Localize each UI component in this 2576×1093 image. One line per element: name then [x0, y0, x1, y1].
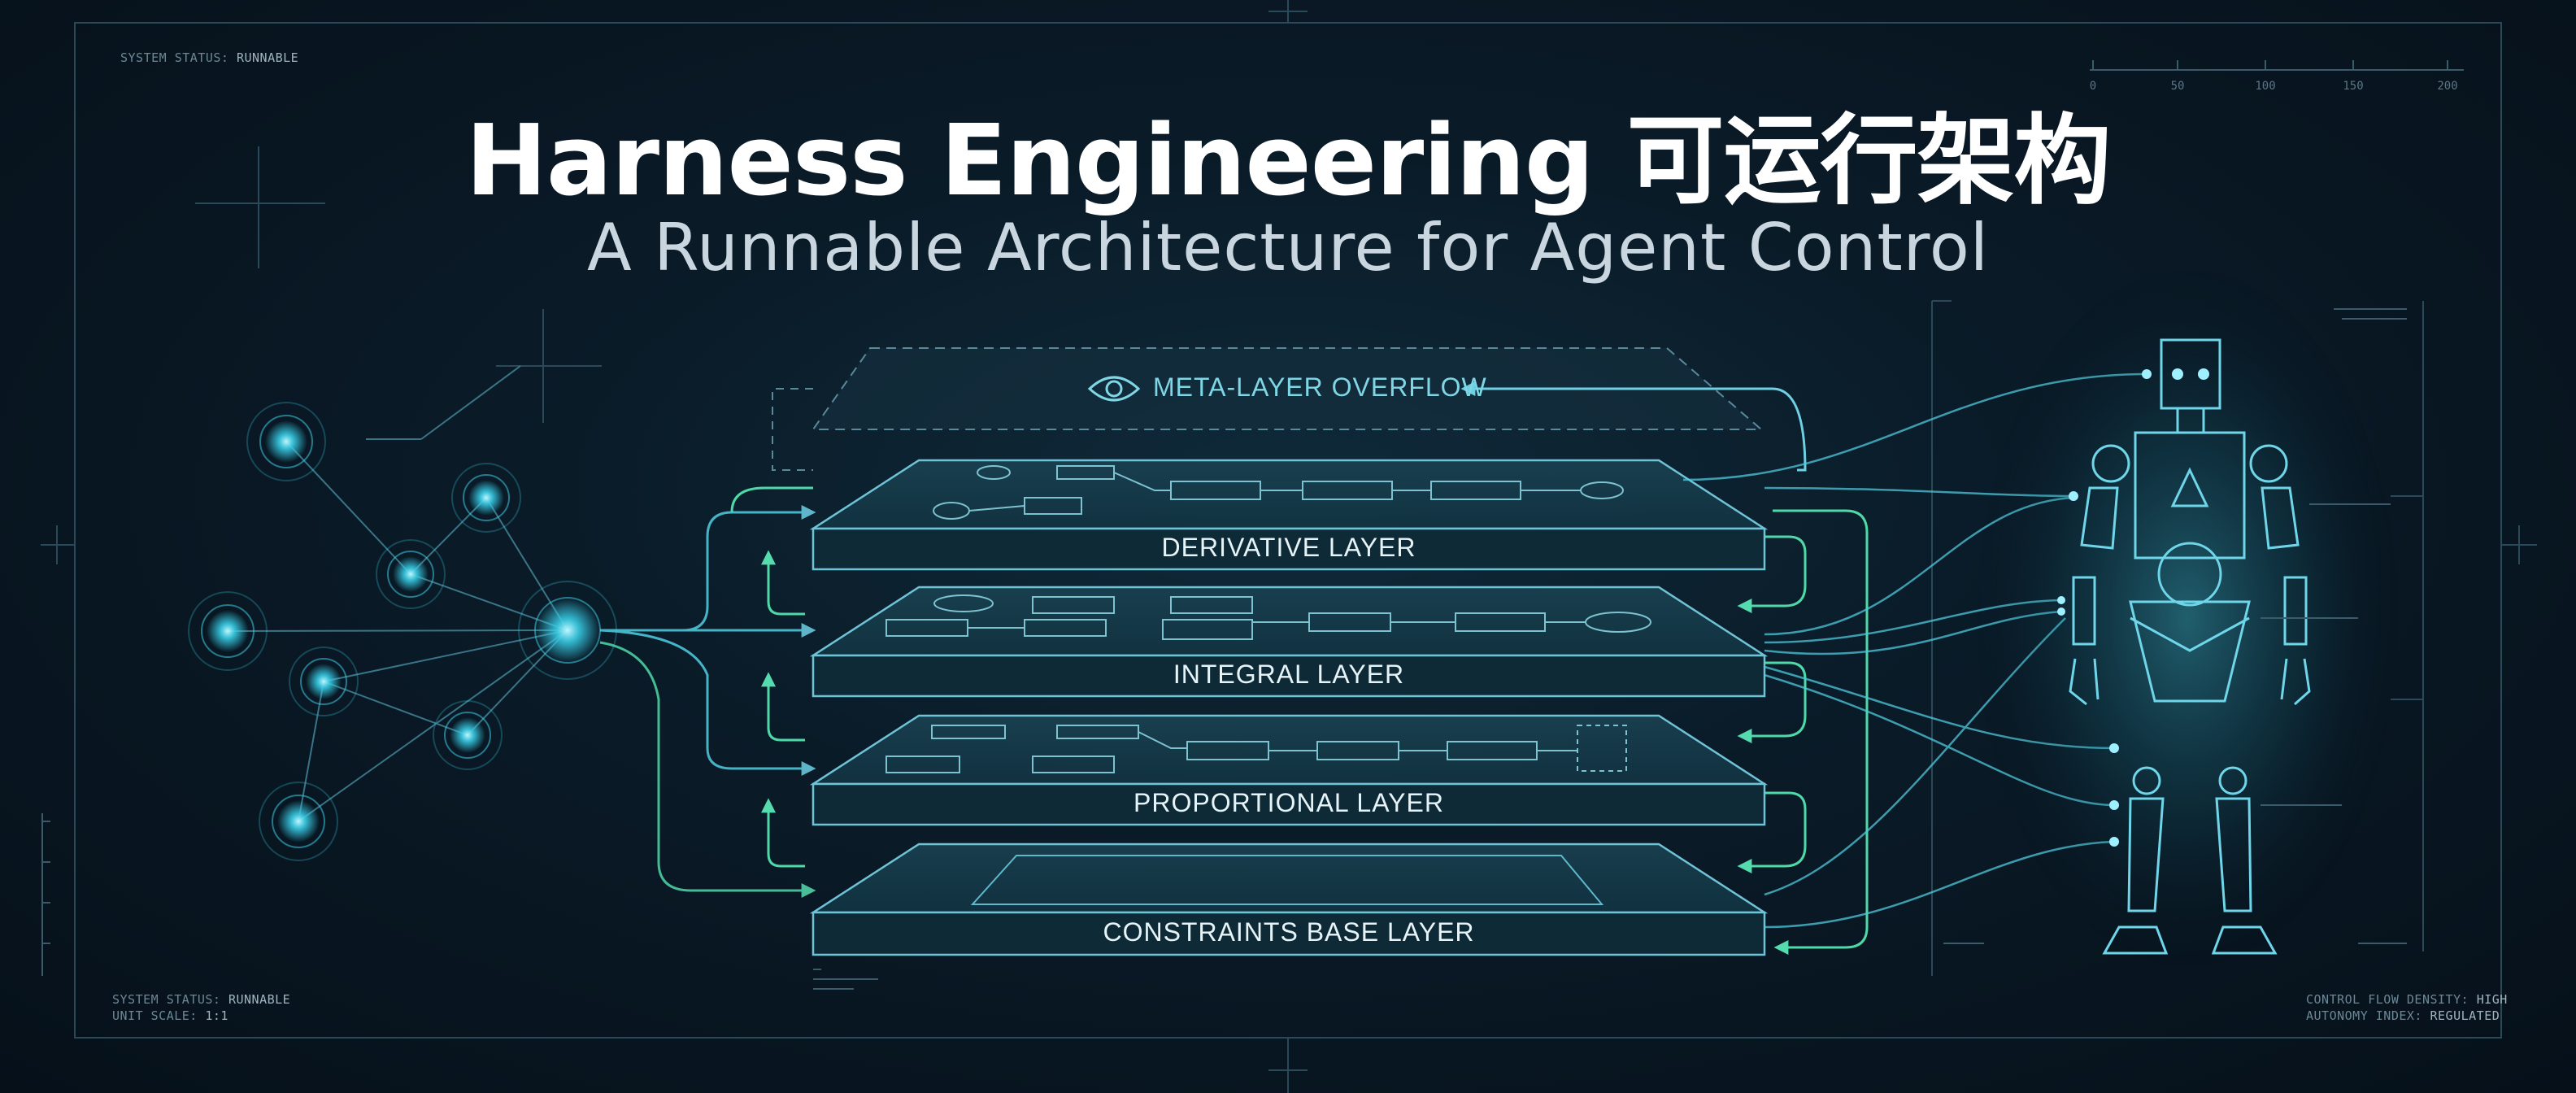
proportional-layer-front	[812, 782, 1766, 826]
hud-unit-scale-label: UNIT SCALE:	[112, 1008, 198, 1023]
layer-stack	[809, 459, 1769, 956]
hud-status-bottom-value: RUNNABLE	[228, 992, 291, 1007]
hud-status-top-label: SYSTEM STATUS:	[120, 50, 229, 65]
hud-autonomy-index-value: REGULATED	[2430, 1008, 2500, 1023]
hud-status-bottom: SYSTEM STATUS: RUNNABLE	[112, 992, 290, 1007]
meta-layer-label: META-LAYER OVERFLOW	[1153, 372, 1487, 402]
hud-unit-scale: UNIT SCALE: 1:1	[112, 1008, 228, 1023]
input-flow-lines	[599, 505, 816, 898]
derivative-layer-front	[812, 527, 1766, 571]
robot-torso	[2134, 431, 2246, 560]
page-title: Harness Engineering 可运行架构	[465, 105, 2111, 218]
hud-unit-scale-value: 1:1	[205, 1008, 228, 1023]
layer-label-integral: INTEGRAL LAYER	[1173, 660, 1405, 689]
ruler-tick-50: 50	[2171, 80, 2185, 93]
hud-control-density-label: CONTROL FLOW DENSITY:	[2306, 992, 2469, 1007]
robot-agent-figure	[1976, 268, 2399, 968]
hud-status-top-value: RUNNABLE	[236, 50, 299, 65]
layer-label-constraints: CONSTRAINTS BASE LAYER	[1103, 917, 1475, 947]
hud-control-density-value: HIGH	[2476, 992, 2508, 1007]
robot-hips	[2129, 600, 2251, 703]
ruler	[2090, 60, 2464, 71]
hud-details-left	[41, 813, 878, 990]
hud-control-density: CONTROL FLOW DENSITY: HIGH	[2306, 992, 2508, 1007]
hud-status-top: SYSTEM STATUS: RUNNABLE	[120, 50, 298, 65]
meta-layer-overflow	[772, 347, 1807, 472]
left-feedback-arrows	[730, 486, 813, 868]
hud-frame	[41, 0, 2537, 1093]
eye-icon	[1087, 376, 1141, 402]
right-feedback-arrows	[1737, 509, 1869, 955]
ruler-labels: 0 50 100 150 200	[2090, 80, 2458, 93]
constraints-layer-top	[809, 843, 1769, 914]
hud-autonomy-index: AUTONOMY INDEX: REGULATED	[2306, 1008, 2500, 1023]
page-subtitle: A Runnable Architecture for Agent Contro…	[587, 210, 1989, 285]
ruler-tick-0: 0	[2090, 80, 2096, 93]
constraints-layer-front	[812, 911, 1766, 956]
hud-status-bottom-label: SYSTEM STATUS:	[112, 992, 221, 1007]
agent-network	[188, 365, 617, 861]
ruler-tick-150: 150	[2343, 80, 2363, 93]
ruler-tick-100: 100	[2255, 80, 2275, 93]
layer-label-derivative: DERIVATIVE LAYER	[1161, 533, 1416, 562]
ruler-tick-200: 200	[2437, 80, 2457, 93]
hud-autonomy-index-label: AUTONOMY INDEX:	[2306, 1008, 2422, 1023]
layer-label-proportional: PROPORTIONAL LAYER	[1134, 788, 1444, 817]
hud-details-right	[1943, 308, 2407, 944]
layer-flowcharts	[886, 465, 1651, 773]
